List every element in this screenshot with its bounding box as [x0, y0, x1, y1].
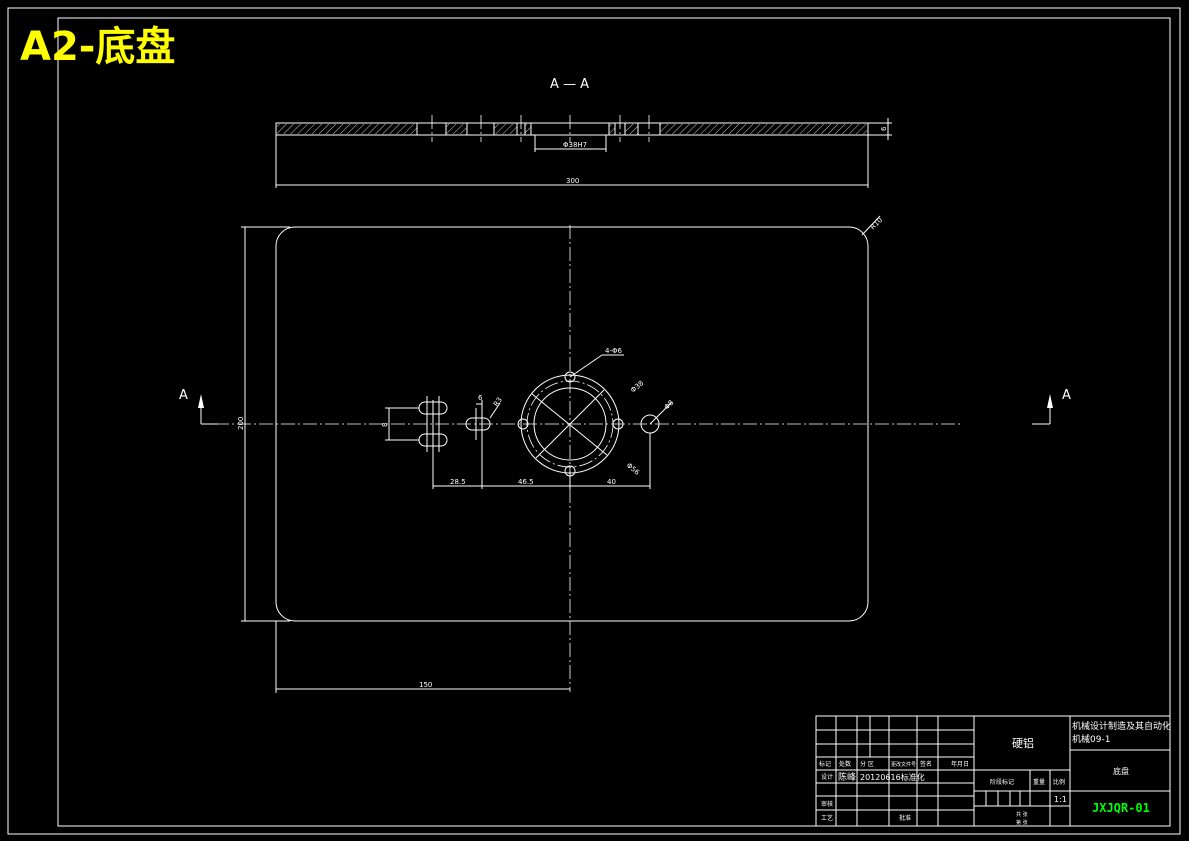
class-name: 机械09-1 [1072, 733, 1110, 745]
section-hatch-4 [525, 124, 531, 134]
dim-slot-spacing: 8 [381, 423, 389, 427]
sheet-label: 第 张 [1016, 819, 1028, 826]
material: 硬铝 [1012, 736, 1034, 750]
bolt-hole-right [612, 418, 624, 430]
sheets-label: 共 张 [1016, 811, 1028, 818]
inner-border [57, 17, 1171, 827]
dim-46-5: 46.5 [518, 478, 534, 486]
section-hatch-2 [446, 124, 467, 134]
designer-label: 设计 [821, 773, 833, 781]
dim-overall-length: 300 [566, 177, 579, 185]
dim-outer-ring: Φ56 [625, 461, 642, 477]
dim-small-slot: 6 [478, 394, 483, 402]
cut-marker-right: A [1062, 388, 1071, 403]
center-bore [533, 387, 607, 461]
plan-view: A A 4-Φ6 Φ38 Φ56 Φ8 6 R3 [179, 215, 1071, 693]
section-hatch-6 [625, 124, 638, 134]
section-hatch-1 [277, 124, 417, 134]
dim-corner-radius: R10 [869, 216, 884, 231]
bolt-hole-top [564, 371, 576, 383]
sheet-title: A2-底盘 [20, 24, 175, 70]
stage-label: 阶段标记 [990, 778, 1014, 786]
review-label: 审核 [821, 800, 833, 808]
col-count: 处数 [839, 760, 851, 768]
dim-thickness: 6 [880, 126, 888, 131]
dim-bolt-holes: 4-Φ6 [605, 347, 622, 355]
ratio-label: 比例 [1053, 778, 1065, 786]
cut-marker-left: A [179, 388, 188, 403]
bolt-hole-left [517, 418, 529, 430]
section-label: A — A [550, 77, 589, 92]
title-block: 标记 处数 分 区 更改文件号 签名 年月日 设计 陈峰 20120616标准化… [815, 715, 1171, 827]
drawing-code: JXJQR-01 [1092, 801, 1150, 815]
part-name: 底盘 [1113, 766, 1129, 776]
section-hatch-5 [609, 124, 615, 134]
section-outline [275, 122, 869, 136]
dim-bolt-circle: Φ38 [629, 379, 645, 394]
school-name: 机械设计制造及其自动化 [1072, 720, 1171, 732]
dim-small-radius: R3 [492, 396, 504, 408]
designer-name: 陈峰 [838, 771, 856, 783]
dim-40: 40 [607, 478, 616, 486]
section-hatch-3 [494, 124, 517, 134]
dim-height: 200 [237, 417, 245, 430]
weight-label: 重量 [1033, 778, 1045, 786]
approve-label: 批准 [899, 814, 911, 822]
dim-half-length: 150 [419, 681, 432, 689]
outer-border [7, 7, 1181, 835]
col-sign: 签名 [920, 760, 932, 768]
scale-value: 1:1 [1054, 795, 1067, 804]
dim-bore: Φ38H7 [563, 141, 587, 149]
process-label: 工艺 [821, 814, 833, 822]
small-slot [465, 417, 491, 431]
col-date: 年月日 [951, 760, 969, 768]
dim-28-5: 28.5 [450, 478, 466, 486]
col-zone: 分 区 [860, 760, 874, 768]
date-std: 20120616标准化 [860, 772, 925, 782]
section-hatch-7 [660, 124, 867, 134]
col-doc: 更改文件号 [891, 761, 916, 768]
section-view: Φ38H7 6 300 [275, 115, 892, 188]
col-mark: 标记 [819, 760, 831, 768]
